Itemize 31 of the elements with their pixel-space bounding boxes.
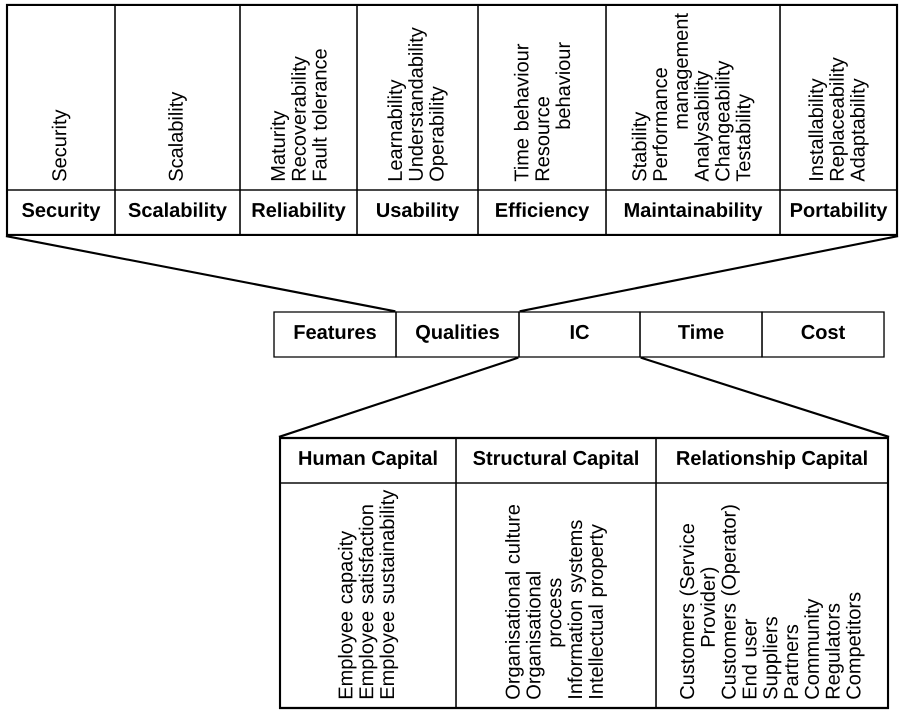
list-cell: Time behaviour Resource behaviour <box>477 4 607 191</box>
zoom-line <box>278 356 519 438</box>
header-cell: Human Capital <box>279 437 457 484</box>
zoom-line <box>519 235 898 312</box>
header-cell: Relationship Capital <box>655 437 889 484</box>
category-cell: Qualities <box>395 311 520 358</box>
table-frame <box>278 436 890 710</box>
header-cell: Reliability <box>239 189 358 236</box>
category-cell: IC <box>518 311 641 358</box>
list-cell: Stability Performance management Analysability Changeability Testability <box>605 4 781 191</box>
header-cell: Usability <box>356 189 479 236</box>
list-cell: Security <box>6 4 116 191</box>
list-cell: Maturity Recoverability Fault tolerance <box>239 4 358 191</box>
list-cell: Installability Replaceability Adaptability <box>779 4 898 191</box>
header-cell: Maintainability <box>605 189 781 236</box>
header-cell: Scalability <box>114 189 241 236</box>
category-cell: Features <box>273 311 397 358</box>
list-cell: Scalability <box>114 4 241 191</box>
list-cell: Organisational culture Organisational process Information systems Intellectual property <box>455 482 657 709</box>
header-cell: Efficiency <box>477 189 607 236</box>
list-cell: Customers (Service Provider) Customers (Operator) End user Suppliers Partners Community Regulators Competitors <box>655 482 889 709</box>
header-cell: Structural Capital <box>455 437 657 484</box>
table-frame <box>6 4 898 236</box>
list-cell: Employee capacity Employee satisfaction Employee sustainability <box>279 482 457 709</box>
zoom-line <box>6 235 396 312</box>
category-cell: Cost <box>761 311 885 358</box>
zoom-line <box>640 356 890 438</box>
category-cell: Time <box>639 311 763 358</box>
list-cell: Learnability Understandability Operability <box>356 4 479 191</box>
header-cell: Security <box>6 189 116 236</box>
header-cell: Portability <box>779 189 898 236</box>
